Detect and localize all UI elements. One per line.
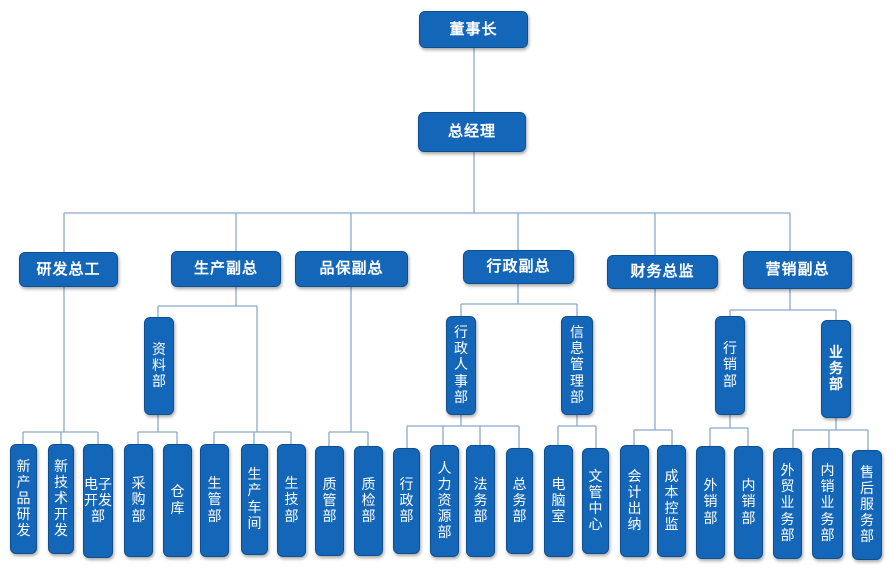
admin-dept-label: 行政部 <box>399 476 414 526</box>
new-tech-dev-box: 新技术开发 <box>48 444 74 554</box>
domestic-business-box: 内销业务部 <box>812 448 843 559</box>
cost-control-label: 成本控监 <box>664 468 679 534</box>
computer-room-label: 电脑室 <box>551 476 566 526</box>
marketing-dept-label: 行销部 <box>722 341 737 390</box>
computer-room-box: 电脑室 <box>544 445 573 557</box>
production-mgmt-label: 生管部 <box>207 476 222 525</box>
admin-vp-box: 行政副总 <box>463 250 574 284</box>
production-vp-box: 生产副总 <box>171 251 281 287</box>
quality-inspect-box: 质检部 <box>354 446 383 556</box>
data-dept-label: 资料部 <box>151 341 166 391</box>
admin-dept-box: 行政部 <box>393 448 420 554</box>
foreign-trade-label: 外贸业务部 <box>780 463 795 544</box>
quality-mgmt-label: 质管部 <box>322 476 337 526</box>
finance-director-box: 财务总监 <box>607 255 718 289</box>
legal-dept-box: 法务部 <box>466 445 495 557</box>
business-dept-label: 业务部 <box>828 344 843 394</box>
quality-vp-box: 品保副总 <box>295 251 408 287</box>
production-mgmt-box: 生管部 <box>200 444 229 557</box>
export-sales-box: 外销部 <box>696 446 725 559</box>
rd-chief-box: 研发总工 <box>19 252 118 287</box>
data-dept-box: 资料部 <box>144 317 174 415</box>
general-affairs-box: 总务部 <box>506 448 533 554</box>
it-dept-box: 信息管理部 <box>561 316 593 415</box>
after-sales-box: 售后服务部 <box>852 450 882 560</box>
domestic-sales-label: 内销部 <box>741 478 756 527</box>
chairman-box: 董事长 <box>419 11 528 48</box>
it-dept-label: 信息管理部 <box>569 325 584 406</box>
warehouse-box: 仓库 <box>163 444 192 557</box>
general-affairs-label: 总务部 <box>512 476 527 526</box>
business-dept-box: 业务部 <box>821 320 851 418</box>
new-product-rd-label: 新产品研发 <box>16 458 31 540</box>
workshop-label: 生产车间 <box>247 467 262 532</box>
doc-center-label: 文管中心 <box>588 468 603 534</box>
quality-inspect-label: 质检部 <box>361 476 376 526</box>
domestic-business-label: 内销业务部 <box>820 463 835 544</box>
warehouse-label: 仓库 <box>170 484 185 517</box>
tech-dept-box: 生技部 <box>277 444 306 557</box>
domestic-sales-box: 内销部 <box>734 446 763 559</box>
electronics-dev-label: 电子开发部 <box>84 476 112 526</box>
general-manager-box: 总经理 <box>418 112 526 152</box>
accounting-box: 会计出纳 <box>620 445 649 557</box>
tech-dept-label: 生技部 <box>284 476 299 525</box>
admin-hr-dept-box: 行政人事部 <box>446 316 476 415</box>
admin-hr-dept-label: 行政人事部 <box>453 325 468 406</box>
new-product-rd-box: 新产品研发 <box>10 444 37 554</box>
purchasing-box: 采购部 <box>124 444 153 557</box>
cost-control-box: 成本控监 <box>657 445 686 557</box>
workshop-box: 生产车间 <box>241 444 268 555</box>
hr-dept-label: 人力资源部 <box>437 460 452 542</box>
foreign-trade-box: 外贸业务部 <box>773 448 802 559</box>
marketing-dept-box: 行销部 <box>715 316 745 415</box>
doc-center-box: 文管中心 <box>582 448 609 554</box>
accounting-label: 会计出纳 <box>627 468 642 534</box>
quality-mgmt-box: 质管部 <box>315 446 344 556</box>
electronics-dev-box: 电子开发部 <box>83 444 113 558</box>
export-sales-label: 外销部 <box>703 478 718 527</box>
purchasing-label: 采购部 <box>131 476 146 525</box>
hr-dept-box: 人力资源部 <box>430 445 459 557</box>
new-tech-dev-label: 新技术开发 <box>54 458 68 540</box>
after-sales-label: 售后服务部 <box>859 464 874 546</box>
sales-vp-box: 营销副总 <box>743 251 852 289</box>
legal-dept-label: 法务部 <box>473 476 488 526</box>
